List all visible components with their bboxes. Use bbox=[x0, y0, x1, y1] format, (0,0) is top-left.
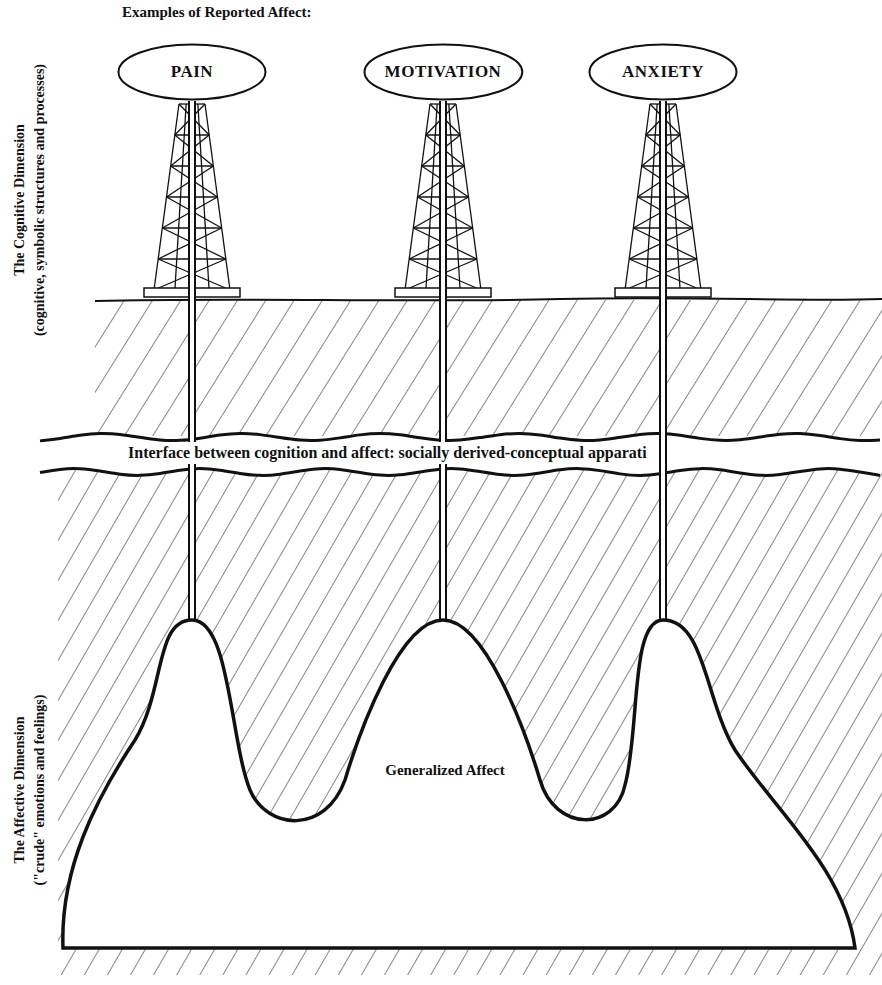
band-wave bbox=[40, 434, 880, 441]
dimension-label: (cognitive, symbolic structures and proc… bbox=[32, 64, 48, 336]
upper-hatching bbox=[95, 300, 882, 436]
pool-shape bbox=[63, 620, 855, 948]
affect-balloon: MOTIVATION bbox=[363, 43, 524, 101]
pipe bbox=[439, 101, 447, 622]
balloon-ellipse bbox=[119, 45, 266, 100]
balloon-label: MOTIVATION bbox=[385, 62, 502, 82]
pool-label: Generalized Affect bbox=[385, 762, 505, 779]
balloon-ellipse bbox=[590, 45, 737, 100]
balloon-ellipse bbox=[364, 45, 522, 100]
balloon-label: PAIN bbox=[171, 62, 213, 82]
interface-band bbox=[40, 433, 880, 476]
pipe-bore bbox=[190, 101, 194, 622]
pool-outline bbox=[55, 620, 860, 950]
interface-label: Interface between cognition and affect: … bbox=[128, 444, 647, 462]
dimension-label: The Cognitive Dimension bbox=[12, 124, 28, 276]
affect-balloon: ANXIETY bbox=[588, 43, 738, 101]
diagram-title: Examples of Reported Affect: bbox=[122, 4, 312, 21]
pipe-bore bbox=[441, 101, 445, 622]
balloon-label: ANXIETY bbox=[622, 62, 704, 82]
ground-line bbox=[95, 298, 882, 301]
band-ground bbox=[40, 433, 880, 476]
dimension-label: The Affective Dimension bbox=[12, 717, 28, 864]
generalized-affect-pool: Generalized Affect bbox=[55, 620, 860, 950]
pipe-bore bbox=[661, 101, 665, 622]
lower-hatching bbox=[58, 470, 882, 975]
interface-band-label: Interface between cognition and affect: … bbox=[124, 442, 651, 464]
pipe bbox=[659, 101, 667, 622]
pipe bbox=[188, 101, 196, 622]
dimension-label: ("crude" emotions and feelings) bbox=[32, 695, 48, 886]
derricks bbox=[144, 104, 711, 297]
affect-balloon: PAIN bbox=[117, 43, 267, 101]
band-wave bbox=[40, 469, 880, 476]
